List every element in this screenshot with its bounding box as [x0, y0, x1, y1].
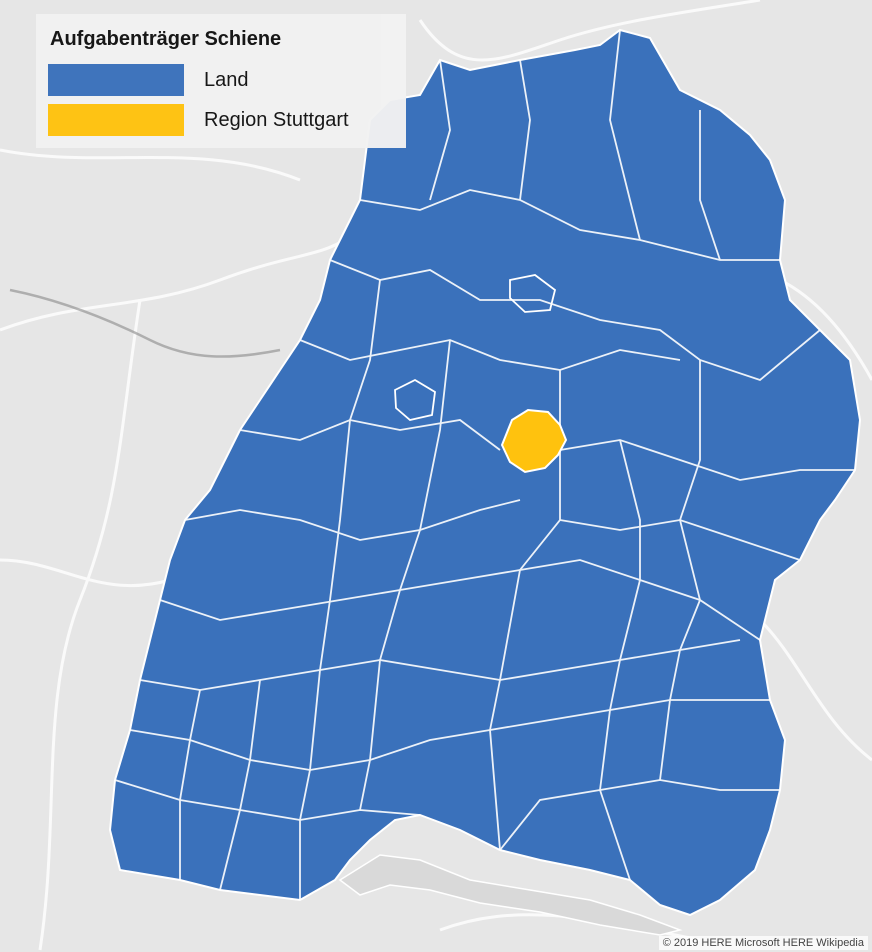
legend-swatch-region-stuttgart — [48, 104, 184, 136]
map-attribution[interactable]: © 2019 HERE Microsoft HERE Wikipedia — [658, 936, 868, 950]
legend-label-region-stuttgart: Region Stuttgart — [204, 108, 349, 131]
lake-constance — [338, 854, 683, 936]
legend-item-land: Land — [48, 64, 249, 96]
district-enclave-west — [394, 378, 436, 421]
legend-swatch-land — [48, 64, 184, 96]
region-stuttgart-area[interactable] — [500, 408, 568, 474]
map-legend: Aufgabenträger Schiene Land Region Stutt… — [36, 14, 406, 148]
district-enclave-north — [509, 274, 557, 313]
legend-title: Aufgabenträger Schiene — [50, 28, 282, 50]
basemap-borders — [9, 288, 281, 358]
state-land-area[interactable] — [108, 28, 862, 917]
legend-label-land: Land — [204, 68, 249, 91]
legend-item-region-stuttgart: Region Stuttgart — [48, 104, 349, 136]
district-borders — [114, 29, 855, 900]
